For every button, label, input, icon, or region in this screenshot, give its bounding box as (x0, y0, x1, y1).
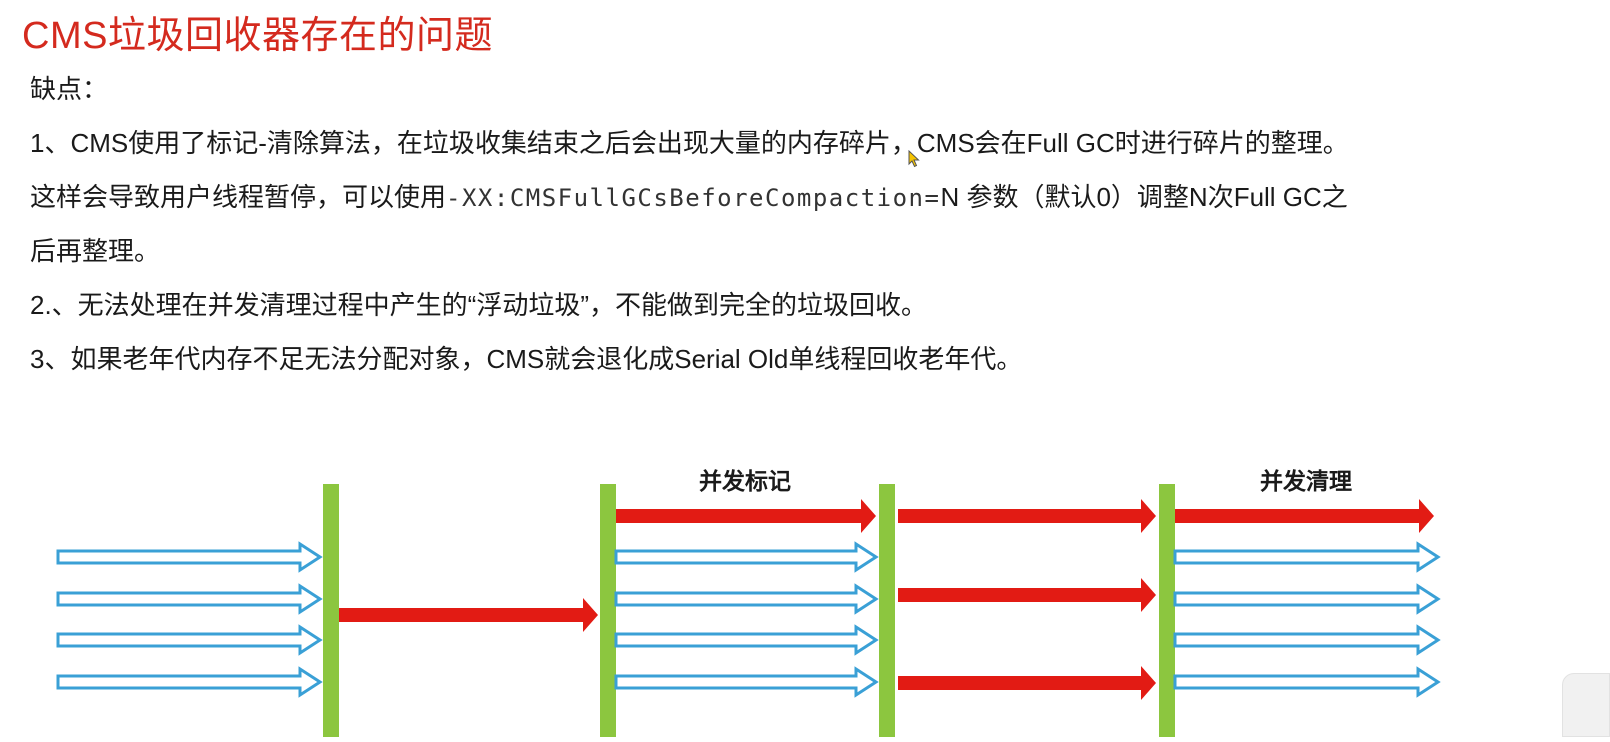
cms-thread-diagram: 并发标记 并发清理 (0, 450, 1610, 737)
phase-label-concurrent-sweep: 并发清理 (1260, 468, 1352, 494)
user-thread-arrow (1173, 583, 1441, 615)
video-player-corner-widget[interactable] (1562, 673, 1610, 737)
point-1-line-3: 后再整理。 (30, 236, 161, 266)
user-thread-arrow (614, 624, 879, 656)
page-title: CMS垃圾回收器存在的问题 (22, 15, 493, 57)
user-thread-arrow (56, 583, 323, 615)
user-thread-arrow (614, 583, 879, 615)
thread-timeline (56, 484, 1441, 737)
user-thread-arrow (56, 666, 323, 698)
user-thread-arrow (1173, 541, 1441, 573)
point-1-suffix: N 参数（默认0）调整N次Full GC之 (940, 182, 1348, 212)
drawbacks-heading: 缺点： (30, 74, 109, 104)
user-thread-arrow (1173, 624, 1441, 656)
gc-thread-arrow (339, 598, 598, 632)
barrier-bar (879, 484, 895, 737)
phase-label-concurrent-mark: 并发标记 (699, 468, 791, 494)
user-thread-arrow (56, 624, 323, 656)
barrier-bar (600, 484, 616, 737)
user-thread-arrow (614, 666, 879, 698)
user-thread-arrow (614, 541, 879, 573)
point-1-line-1: 1、CMS使用了标记-清除算法，在垃圾收集结束之后会出现大量的内存碎片，CMS会… (30, 128, 1349, 158)
gc-thread-arrow (1175, 499, 1434, 533)
mouse-cursor-icon (908, 150, 920, 168)
gc-thread-arrow (898, 666, 1156, 700)
point-1-prefix: 这样会导致用户线程暂停，可以使用 (30, 182, 447, 212)
content-text: 缺点： 1、CMS使用了标记-清除算法，在垃圾收集结束之后会出现大量的内存碎片，… (30, 62, 1590, 386)
user-thread-arrow (1173, 666, 1441, 698)
gc-thread-arrow (898, 499, 1156, 533)
point-1-line-2: 这样会导致用户线程暂停，可以使用-XX:CMSFullGCsBeforeComp… (30, 170, 1590, 224)
jvm-option-code: -XX:CMSFullGCsBeforeCompaction= (446, 184, 941, 212)
point-2: 2.、无法处理在并发清理过程中产生的“浮动垃圾”，不能做到完全的垃圾回收。 (30, 290, 928, 320)
user-thread-arrow (56, 541, 323, 573)
barrier-bar (1159, 484, 1175, 737)
gc-thread-arrow (616, 499, 876, 533)
gc-thread-arrow (898, 578, 1156, 612)
barrier-bar (323, 484, 339, 737)
point-3: 3、如果老年代内存不足无法分配对象，CMS就会退化成Serial Old单线程回… (30, 344, 1023, 374)
